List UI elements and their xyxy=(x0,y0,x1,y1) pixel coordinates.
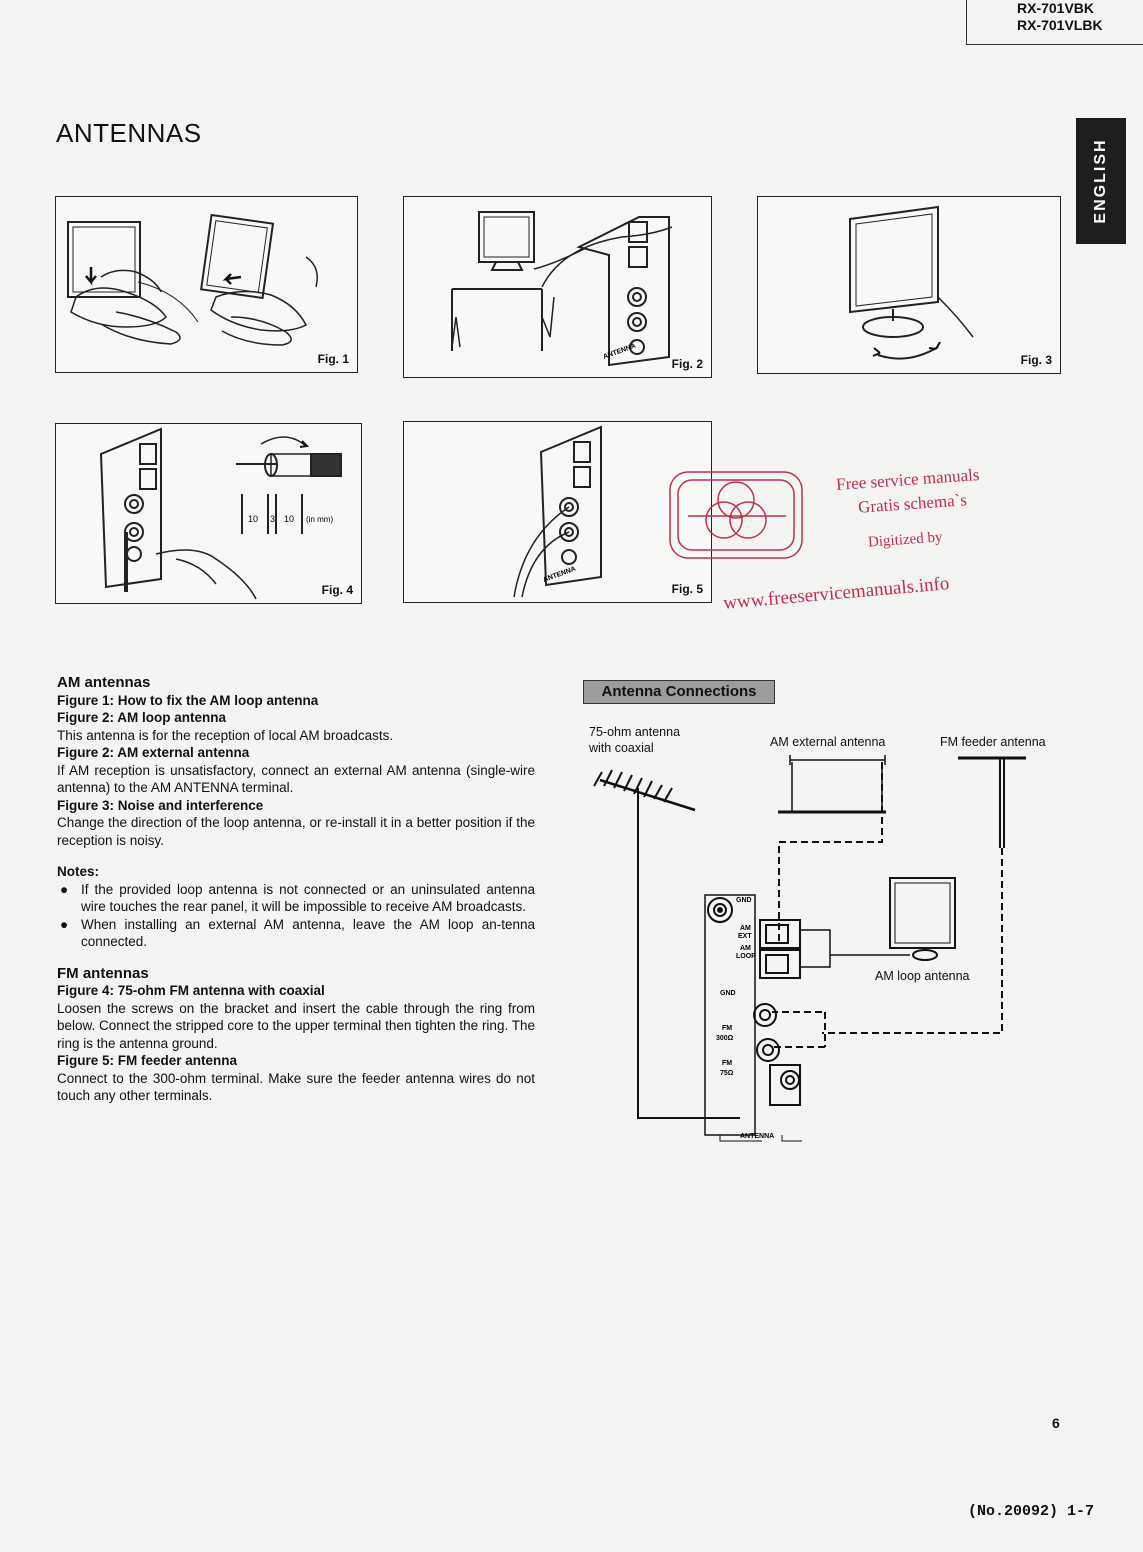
figure-heading: Figure 1: How to fix the AM loop antenna xyxy=(57,692,319,708)
terminal-label: FM xyxy=(722,1025,732,1032)
figure-heading: Figure 2: AM loop antenna xyxy=(57,710,227,725)
dimension-label: 10 xyxy=(284,514,294,524)
figure-heading: Figure 4: 75-ohm FM antenna with coaxial xyxy=(57,983,325,998)
terminal-label: AM xyxy=(740,945,751,952)
am-loop-label: AM loop antenna xyxy=(875,969,970,983)
connection-diagram: GND AM EXT AM LOOP GND FM 300Ω FM 75Ω AN… xyxy=(593,755,1026,1142)
terminal-label: FM xyxy=(722,1060,732,1067)
document-number: (No.20092) 1-7 xyxy=(968,1503,1095,1520)
am-external-label: AM external antenna xyxy=(770,735,886,749)
notes-list: ●If the provided loop antenna is not con… xyxy=(57,881,535,951)
language-tab: ENGLISH xyxy=(1076,118,1126,244)
model-number-box: RX-701VBK RX-701VLBK xyxy=(966,0,1143,45)
figure-4: 10 3 10 (in mm) Fig. 4 xyxy=(55,423,362,604)
figure-heading: Figure 2: AM external antenna xyxy=(57,745,250,760)
figure-heading: Figure 3: Noise and interference xyxy=(57,797,264,813)
terminal-label: AM xyxy=(740,925,751,932)
fig2-illustration: ANTENNA xyxy=(451,211,673,367)
terminal-label: ANTENNA xyxy=(740,1133,774,1140)
paragraph: Loosen the screws on the bracket and ins… xyxy=(57,1000,535,1051)
list-item: ●When installing an external AM antenna,… xyxy=(60,916,535,950)
figure-heading: Figure 5: FM feeder antenna xyxy=(57,1053,238,1068)
paragraph: This antenna is for the reception of loc… xyxy=(57,727,394,743)
paragraph: If AM reception is unsatisfactory, conne… xyxy=(57,762,535,796)
connections-heading: Antenna Connections xyxy=(583,680,775,704)
section-heading: AM antennas xyxy=(57,674,151,691)
figure-label: Fig. 4 xyxy=(321,583,353,597)
stamp-line: Gratis schema`s xyxy=(857,490,968,517)
terminal-label: LOOP xyxy=(736,953,756,960)
model-number: RX-701VBK xyxy=(1017,0,1095,16)
page-title: ANTENNAS xyxy=(56,118,202,148)
fig3-illustration xyxy=(849,205,974,360)
terminal-label: 75Ω xyxy=(720,1070,734,1077)
fm-feeder-label: FM feeder antenna xyxy=(940,735,1046,749)
stamp-line: Digitized by xyxy=(867,529,944,551)
figure-5: ANTENNA Fig. 5 xyxy=(403,421,712,603)
figure-label: Fig. 2 xyxy=(671,357,703,371)
coax-antenna-label: 75-ohm antenna xyxy=(589,725,681,739)
coax-antenna-label: with coaxial xyxy=(589,741,654,755)
list-item: ●If the provided loop antenna is not con… xyxy=(60,881,535,915)
fig5-illustration: ANTENNA xyxy=(513,425,602,598)
terminal-label: EXT xyxy=(738,933,752,940)
fig4-illustration: 10 3 10 (in mm) xyxy=(99,427,342,600)
figure-1: Fig. 1 xyxy=(55,196,358,373)
page-number: 6 xyxy=(1052,1415,1060,1431)
figure-label: Fig. 5 xyxy=(671,582,703,596)
terminal-label: 300Ω xyxy=(716,1035,734,1042)
model-number: RX-701VLBK xyxy=(1017,17,1103,33)
paragraph: Connect to the 300-ohm terminal. Make su… xyxy=(57,1070,535,1104)
dimension-unit: (in mm) xyxy=(306,515,333,524)
notes-heading: Notes: xyxy=(57,864,100,879)
figure-2: ANTENNA Fig. 2 xyxy=(403,196,712,378)
language-tab-label: ENGLISH xyxy=(1092,138,1109,224)
dimension-label: 10 xyxy=(248,514,258,524)
figure-3: Fig. 3 xyxy=(757,196,1061,374)
fig1-illustration xyxy=(67,213,318,346)
dimension-label: 3 xyxy=(270,514,275,524)
terminal-label: GND xyxy=(720,990,736,997)
watermark-logo xyxy=(669,471,803,559)
section-heading: FM antennas xyxy=(57,964,149,982)
stamp-url: www.freeservicemanuals.info xyxy=(722,573,951,614)
instructions-text: AM antennas Figure 1: How to fix the AM … xyxy=(57,674,535,1105)
figure-label: Fig. 1 xyxy=(317,352,349,366)
paragraph: Change the direction of the loop antenna… xyxy=(57,815,535,848)
figure-label: Fig. 3 xyxy=(1020,353,1052,367)
terminal-label: GND xyxy=(736,897,752,904)
